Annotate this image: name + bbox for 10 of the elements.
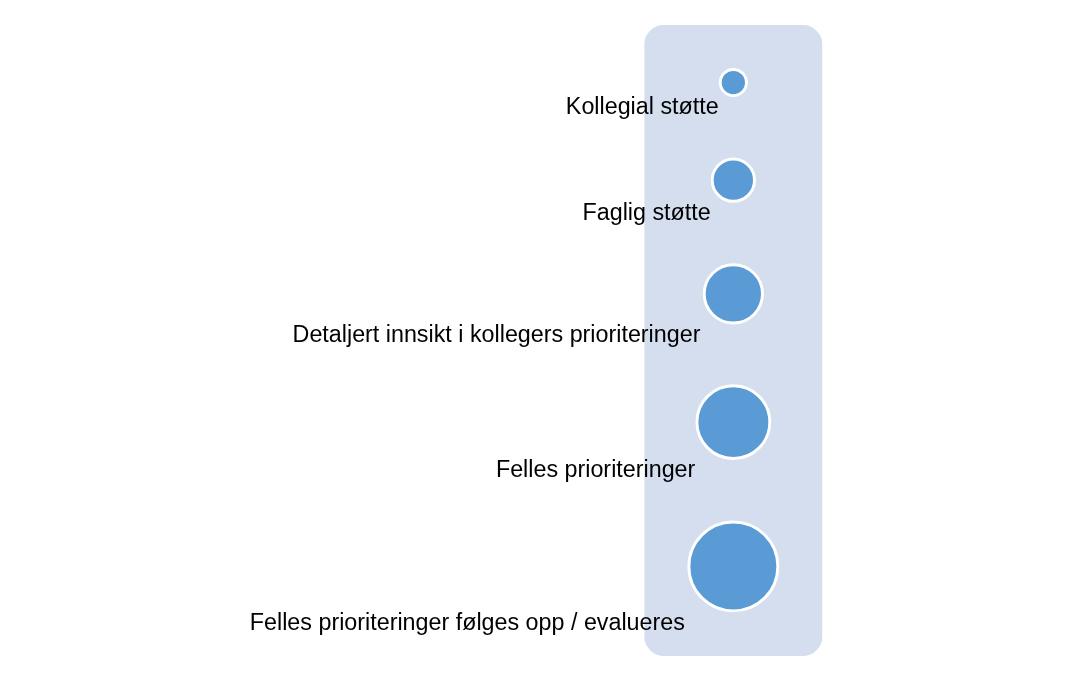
node-circle	[686, 520, 779, 613]
node-label: Kollegial støtte	[565, 93, 719, 120]
node-label: Felles prioriteringer følges opp / evalueres	[249, 608, 685, 635]
node-circle	[710, 157, 756, 203]
node-label: Felles prioriteringer	[495, 456, 695, 483]
node-label: Faglig støtte	[582, 198, 711, 225]
node-circle	[694, 384, 771, 460]
node-circle	[702, 263, 764, 325]
node-circle	[718, 67, 748, 98]
node-label: Detaljert innsikt i kollegers prioriteringer	[292, 320, 700, 347]
